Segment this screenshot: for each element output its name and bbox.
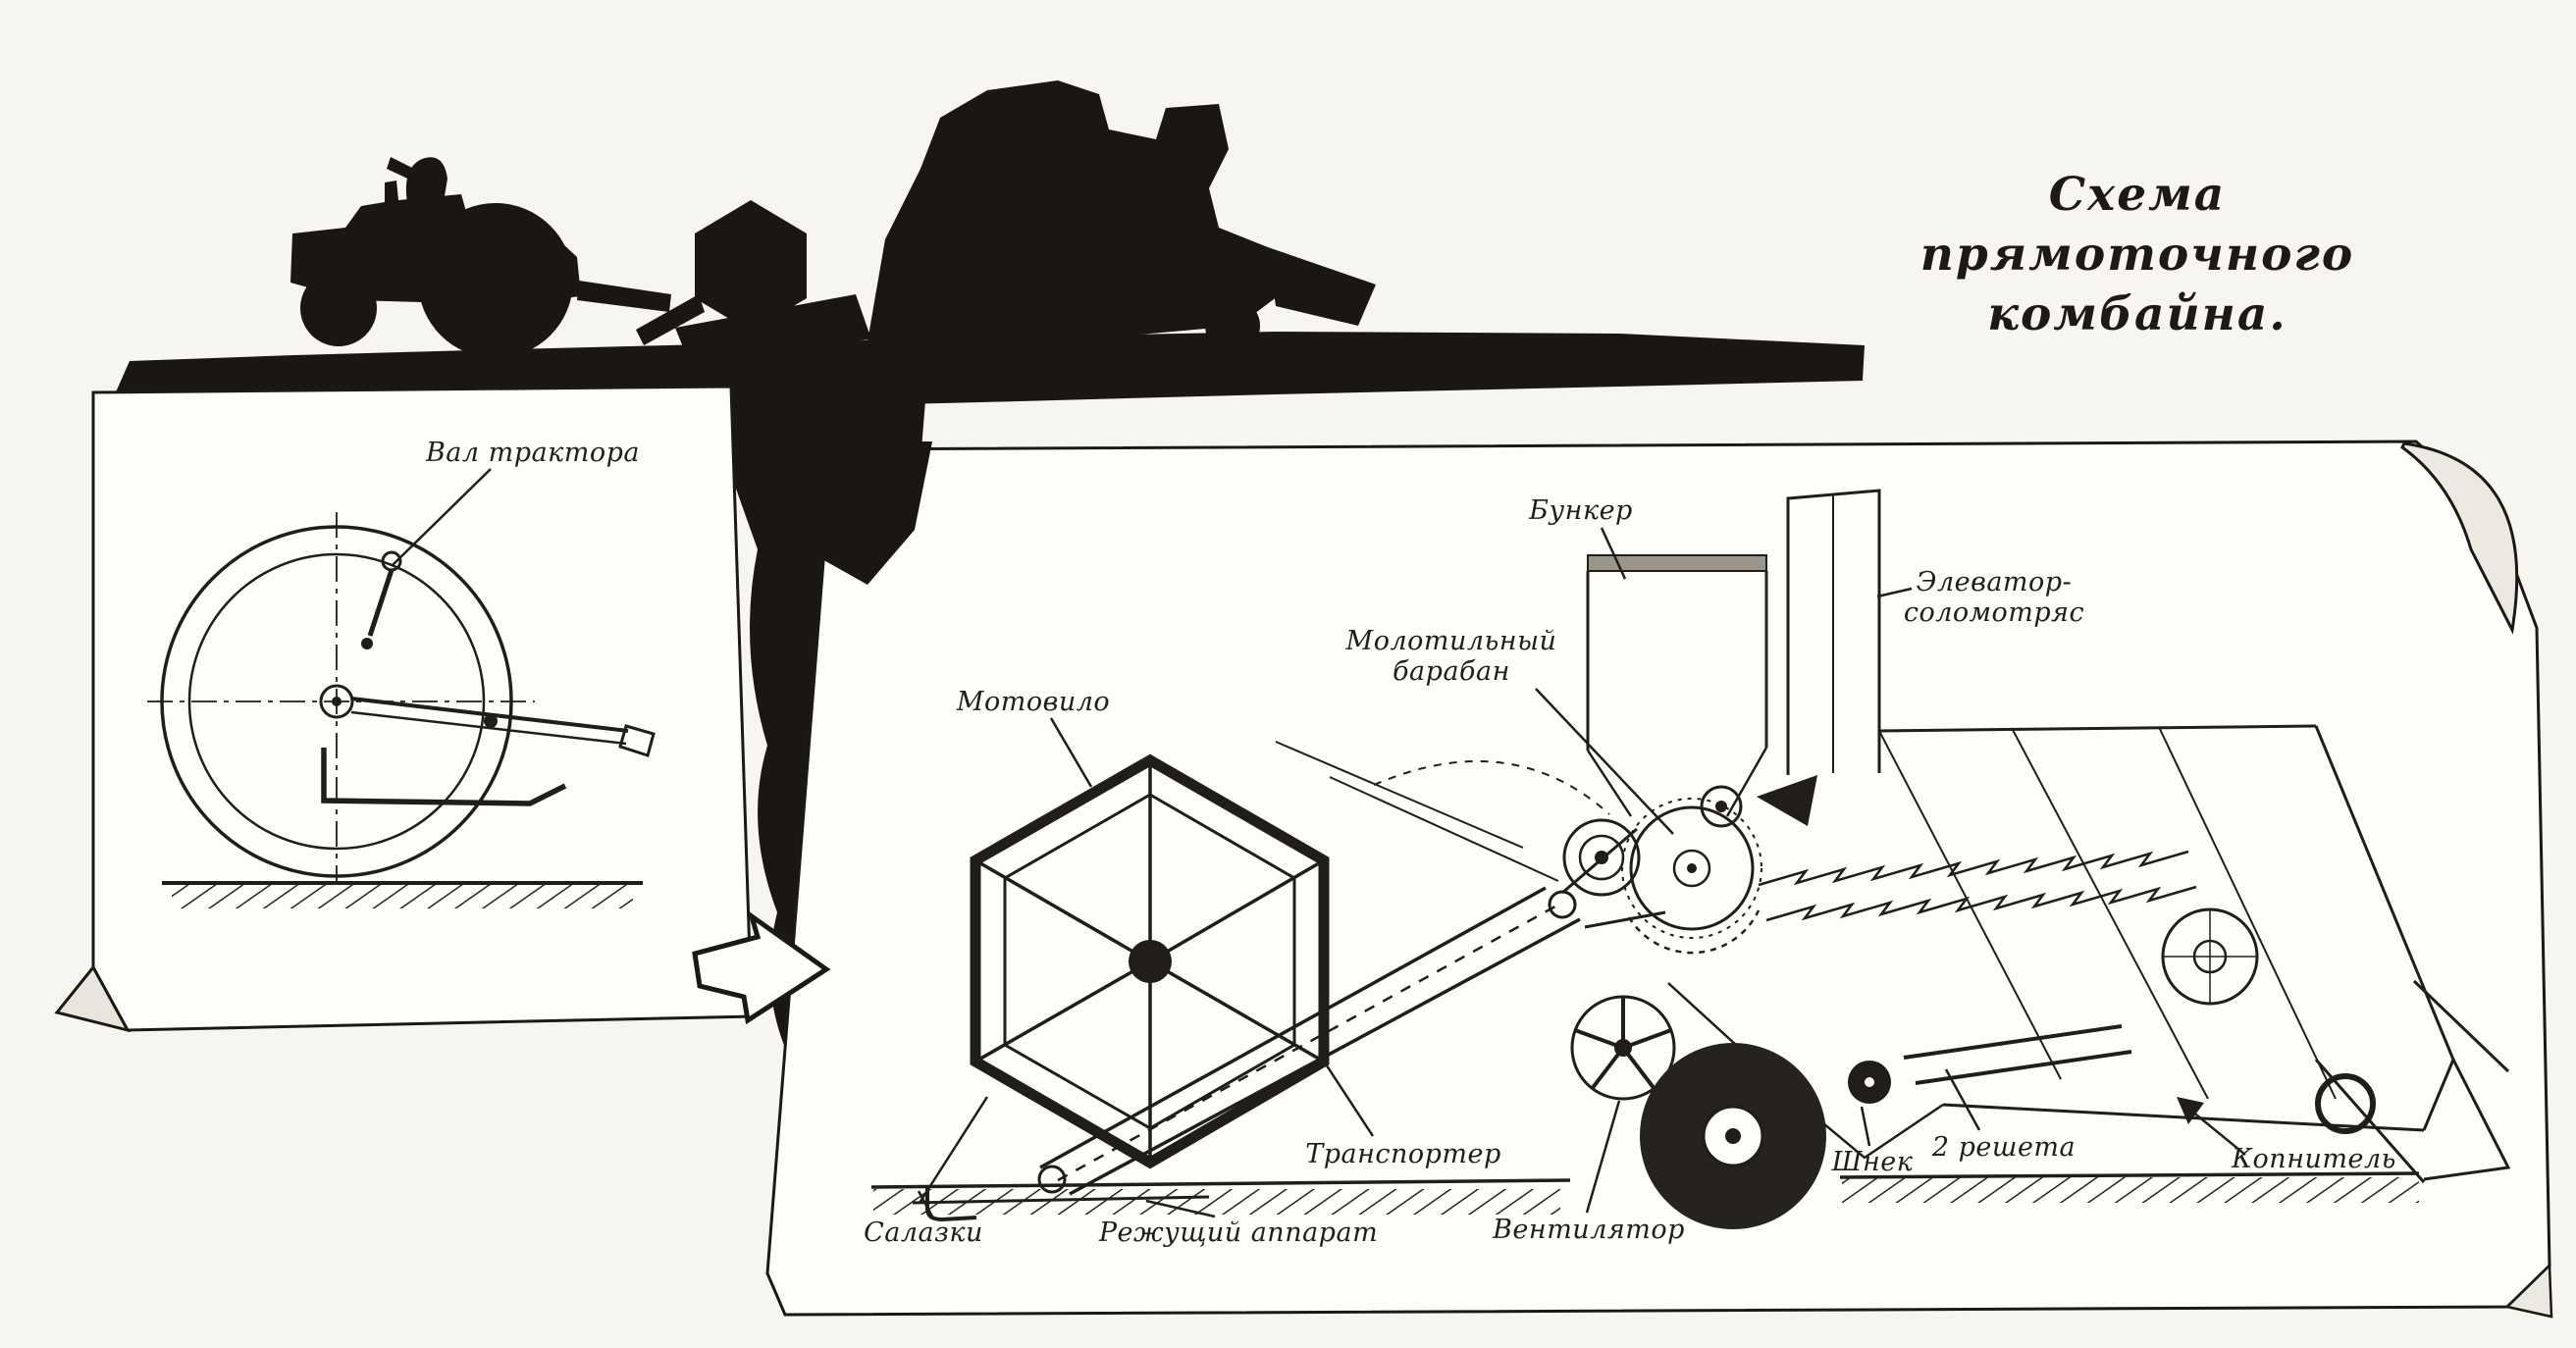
arrow-pointer	[692, 909, 831, 1025]
leader-drum	[1535, 688, 1674, 835]
stacker-drawing	[2314, 979, 2511, 1183]
inset-sheet-corner-curl	[54, 964, 131, 1033]
label-auger: Шнек	[1831, 1147, 1914, 1177]
combine-schematic	[870, 489, 2511, 1229]
label-threshing-drum: Молотильный барабан	[1346, 626, 1557, 687]
bunker-drawing	[1586, 554, 1768, 817]
leader-stacker	[2185, 1106, 2246, 1156]
auger-drawing	[1848, 1061, 1891, 1104]
leader-stacker-arrowhead	[2177, 1097, 2204, 1124]
leader-tractor-shaft	[392, 468, 492, 566]
beater-pulley-drawing	[1562, 818, 1641, 897]
inset-sheet	[54, 385, 754, 1033]
straw-walker-drawing	[1758, 850, 2197, 922]
label-skids: Салазки	[864, 1218, 983, 1248]
label-elevator: Элеватор- соломотряс	[1904, 567, 2084, 628]
reel-silhouette	[695, 200, 807, 332]
ground-wheel-drawing	[1640, 1043, 1826, 1229]
inset-ground-hatch	[172, 885, 633, 908]
tractor-wheel-drawing	[147, 512, 656, 885]
label-tractor-shaft: Вал трактора	[425, 438, 641, 468]
label-reel: Мотовило	[956, 687, 1111, 717]
leader-lines	[917, 527, 2246, 1218]
leader-sieves	[1944, 1068, 1981, 1131]
label-bunker: Бункер	[1529, 495, 1633, 526]
rear-pulley-drawing	[2161, 907, 2259, 1006]
threshing-drum-drawing	[1621, 798, 1762, 955]
main-sheet-top-right-curl	[2400, 441, 2519, 635]
rear-wheel-drawing	[2315, 1073, 2376, 1134]
page-title-line-1: Схема прямоточного	[1919, 168, 2355, 283]
tractor-body-silhouette	[290, 181, 581, 306]
label-fan: Вентилятор	[1493, 1215, 1685, 1245]
leader-auger	[1860, 1106, 1871, 1147]
fan-drawing	[1570, 995, 1676, 1101]
main-sheet	[765, 440, 2553, 1319]
label-cutting-apparatus: Режущий аппарат	[1098, 1218, 1379, 1248]
leader-cutter	[1145, 1199, 1216, 1218]
elevator-tower-drawing	[1786, 489, 1881, 775]
main-ground-hatch-left	[873, 1189, 1560, 1215]
combine-body-silhouette	[867, 80, 1278, 345]
label-sieves: 2 решета	[1931, 1132, 2077, 1163]
conveyor-drawing	[1037, 886, 1581, 1196]
leader-conveyor	[1317, 1053, 1375, 1137]
main-ground-line-left	[870, 1178, 1571, 1189]
label-elevator-line-1: Элеватор-	[1916, 567, 2073, 597]
main-ground-hatch-right	[1842, 1177, 2419, 1203]
leader-fan	[1585, 1100, 1621, 1214]
header-silhouette	[675, 294, 871, 357]
leader-reel	[1049, 717, 1093, 788]
texture-blob-overlap	[785, 441, 932, 585]
straw-chute-silhouette	[1268, 247, 1376, 326]
combine-wheel-silhouette	[973, 272, 1069, 368]
hitch-bar-silhouette	[577, 281, 671, 312]
label-conveyor: Транспортер	[1305, 1139, 1501, 1169]
main-ground-line-right	[1839, 1171, 2420, 1179]
leader-elevator	[1876, 587, 1913, 598]
page-title-line-2: комбайна.	[1987, 287, 2287, 342]
page-title: Схема прямоточного комбайна.	[1919, 165, 2357, 344]
reel-arm-silhouette	[636, 294, 705, 345]
main-sheet-bottom-right-curl	[2504, 1263, 2553, 1319]
label-stacker: Копнитель	[2232, 1144, 2396, 1174]
combine-rear-wheel-silhouette	[1205, 298, 1260, 353]
label-threshing-drum-line-2: барабан	[1393, 656, 1510, 688]
label-elevator-line-2: соломотряс	[1903, 597, 2085, 629]
tractor-steering-silhouette	[387, 157, 422, 182]
label-threshing-drum-line-1: Молотильный	[1345, 626, 1557, 656]
leader-bunker	[1600, 527, 1627, 580]
leader-skids	[917, 1190, 934, 1218]
